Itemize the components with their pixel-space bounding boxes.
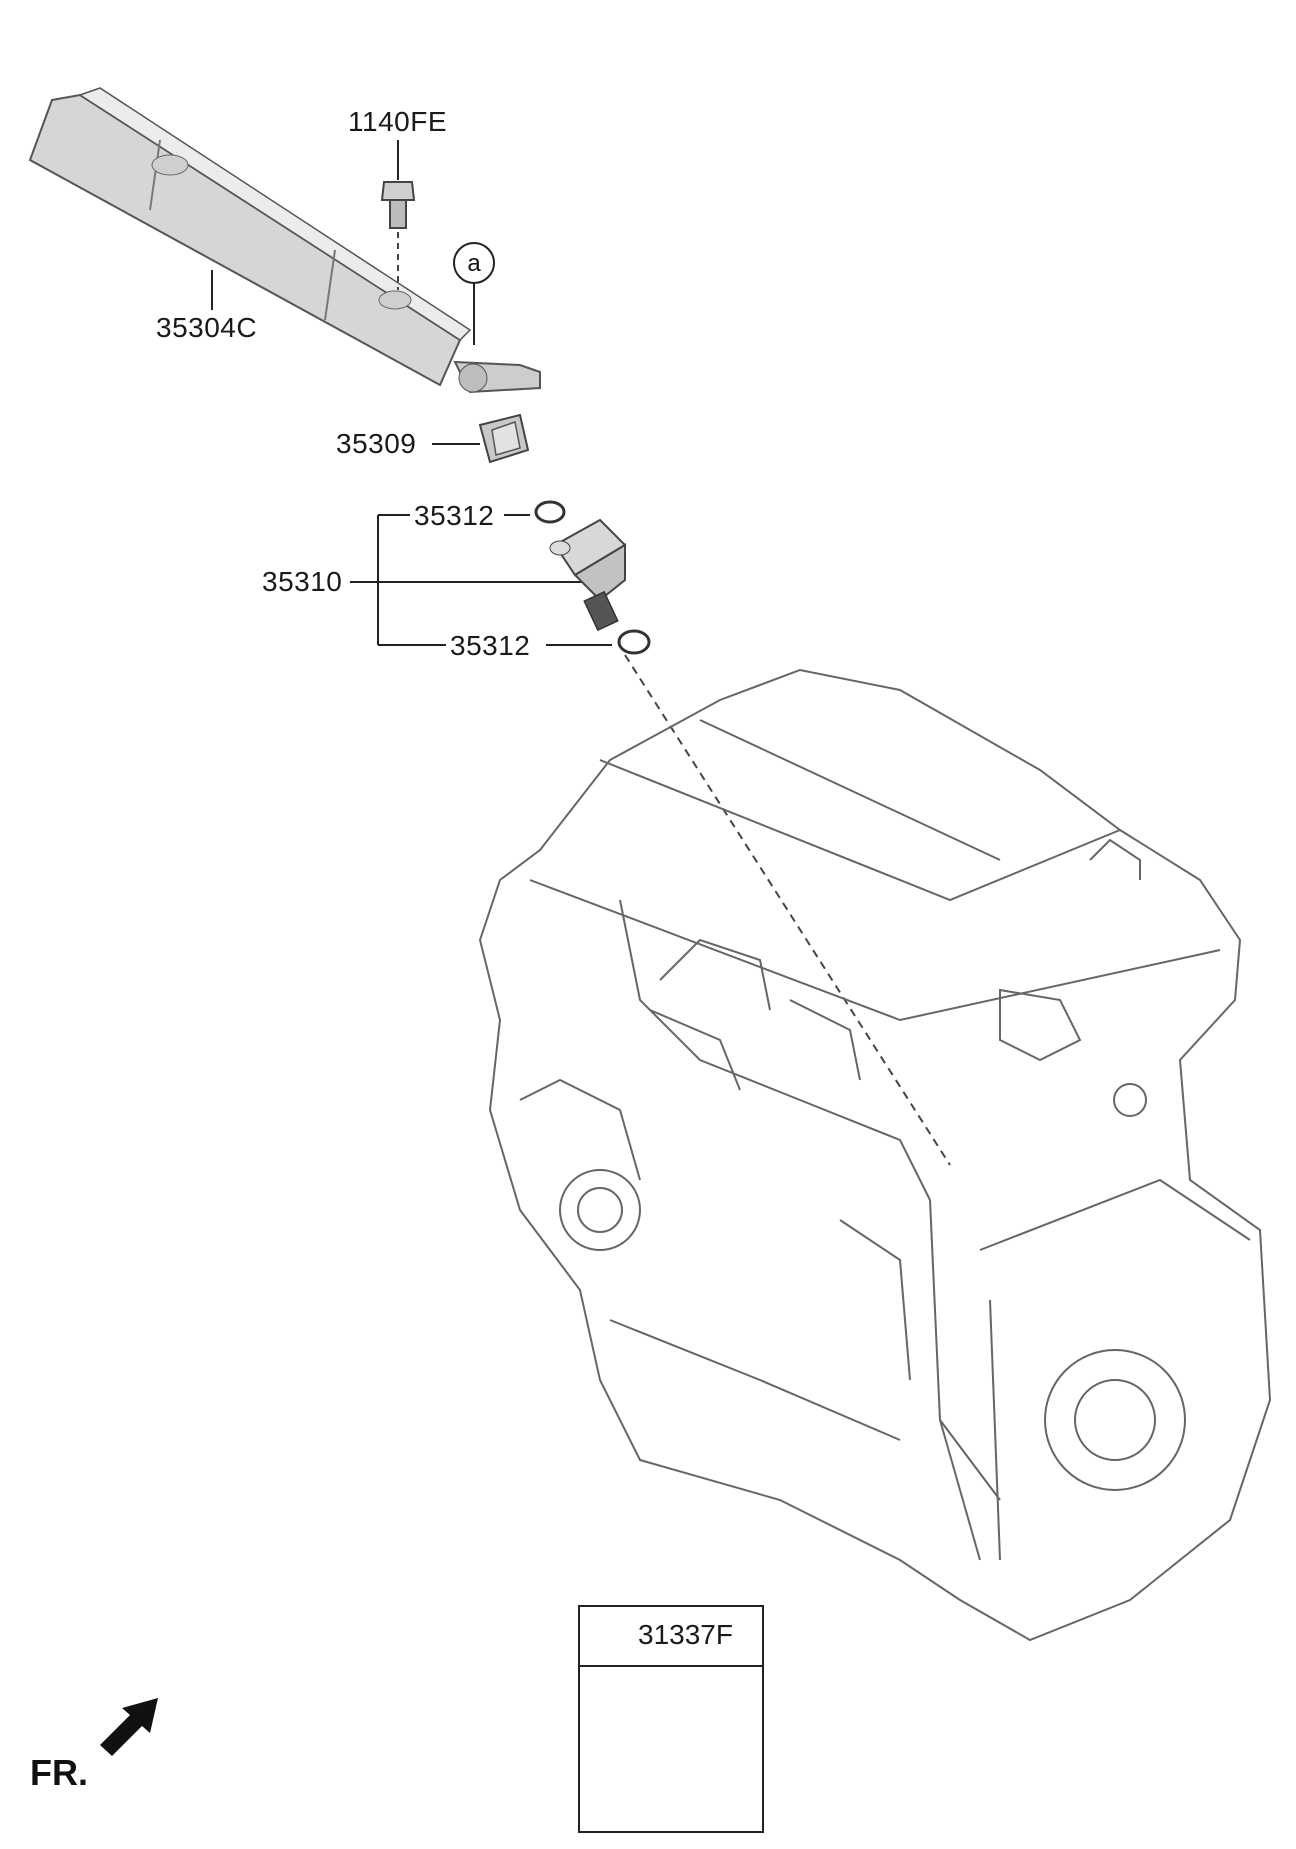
engine-block	[478, 668, 1272, 1642]
fuel-rail	[28, 87, 541, 394]
clip-part	[432, 413, 530, 464]
oring-upper-part	[534, 500, 566, 524]
injector-part	[549, 518, 951, 1166]
label-fuel-rail: 35304C	[156, 312, 258, 343]
label-oring-lower: 35312	[450, 630, 531, 661]
label-injector-assy: 35310	[262, 566, 343, 597]
bolt-part	[380, 140, 416, 290]
label-oring-upper: 35312	[414, 500, 495, 531]
inset-part-code: 31337F	[638, 1619, 733, 1650]
oring-lower-part	[617, 629, 651, 655]
label-clip: 35309	[336, 428, 417, 459]
injector-bracket	[350, 514, 612, 646]
front-orientation-label: FR.	[30, 1752, 88, 1793]
callout-a-letter: a	[467, 250, 481, 277]
front-arrow-icon	[100, 1698, 158, 1756]
label-bolt: 1140FE	[348, 106, 447, 137]
callout-a-marker	[453, 242, 495, 345]
inset-box: 31337F	[578, 1605, 764, 1833]
inset-header: 31337F	[580, 1607, 762, 1667]
